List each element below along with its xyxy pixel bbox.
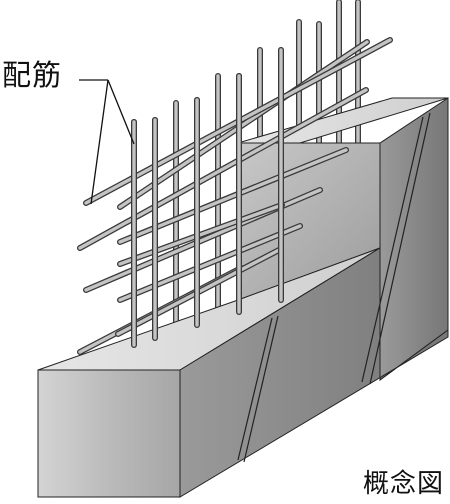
concept-diagram-caption: 概念図 bbox=[362, 469, 444, 499]
joint-lines bbox=[237, 112, 431, 463]
rebar-front-layer bbox=[77, 37, 393, 355]
footing-side-face bbox=[179, 247, 449, 498]
horizontal-rebar bbox=[77, 87, 369, 251]
horizontal-rebar bbox=[117, 223, 303, 303]
label-leader-lines bbox=[79, 79, 135, 205]
horizontal-rebar bbox=[117, 39, 370, 210]
footing-front-face bbox=[37, 369, 181, 498]
horizontal-rebar bbox=[117, 202, 285, 267]
rebar-label: 配筋 bbox=[2, 58, 63, 92]
